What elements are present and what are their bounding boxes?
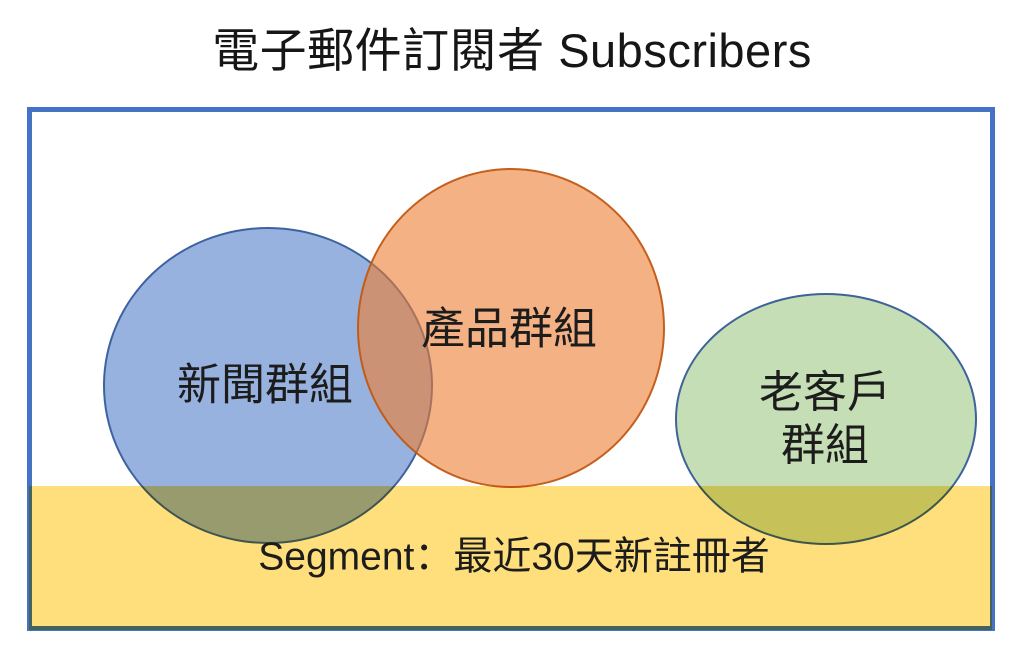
segment-band	[29, 486, 992, 630]
product-group-label: 產品群組	[421, 304, 597, 354]
old-customers-label-line2: 群組	[781, 421, 869, 470]
page-title: 電子郵件訂閱者 Subscribers	[212, 24, 812, 77]
old-customers-label-line1: 老客戶	[759, 368, 891, 418]
product-group-circle	[357, 168, 665, 488]
segment-label: Segment：最近30天新註冊者	[258, 535, 770, 579]
old-customers-label: 老客戶 群組	[759, 367, 891, 473]
news-group-label: 新聞群組	[177, 360, 353, 410]
subscribers-container-box: 新聞群組 產品群組 老客戶 群組 Segment：最近30天新註冊者	[27, 107, 995, 631]
